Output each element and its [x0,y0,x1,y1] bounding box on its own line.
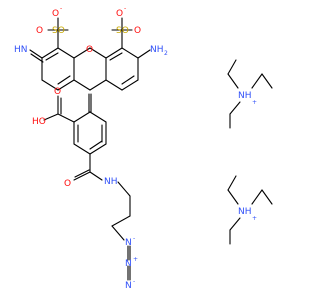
amine-label: NH [150,45,164,55]
ammonium-1-charge: + [252,99,257,106]
amine-subscript: 2 [164,50,168,57]
ammonium-1-label: NH [238,91,252,101]
azide-n1-label: N [125,238,132,248]
cooh-carbonyl-label: O [54,87,61,97]
sulfonate-o-left: O [36,26,43,36]
sulfonate-o-minus-right: O [116,9,123,19]
ammonium-2-charge: + [252,215,257,222]
azide-n1-charge: - [133,235,135,242]
ring-oxygen-label: O [86,45,93,55]
triethylammonium-2 [227,175,273,245]
sulfonate-o-minus-left: O [52,9,59,19]
xanthene-core [29,47,151,113]
sulfonate-o-right: O [134,26,141,36]
sulfonate-groups [47,17,133,49]
charge-minus-right: - [124,5,126,12]
azidopropyl-chain [111,181,131,281]
amide-nh-label: NH [104,177,118,187]
azide-n2-label: N [125,259,132,269]
cooh-hydroxyl-label: HO [32,117,46,127]
amide-oxygen-label: O [64,179,71,189]
azide-n3-charge: - [133,278,135,285]
azide-n3-label: N [125,281,132,291]
sulfonate-s-right: SO [116,26,129,36]
triethylammonium-1 [227,59,273,129]
imine-label: HN [14,45,28,55]
sulfonate-s-left: SO [52,26,65,36]
charge-minus-left: - [60,5,62,12]
benzoic-ring [43,95,107,181]
molecule-drawing: SO O - O SO O - O HN NH 2 O HO O O NH N … [14,5,273,291]
ammonium-2-label: NH [238,207,252,217]
chemical-structure-figure: SO O - O SO O - O HN NH 2 O HO O O NH N … [14,5,273,291]
azide-n2-charge: + [133,256,138,263]
